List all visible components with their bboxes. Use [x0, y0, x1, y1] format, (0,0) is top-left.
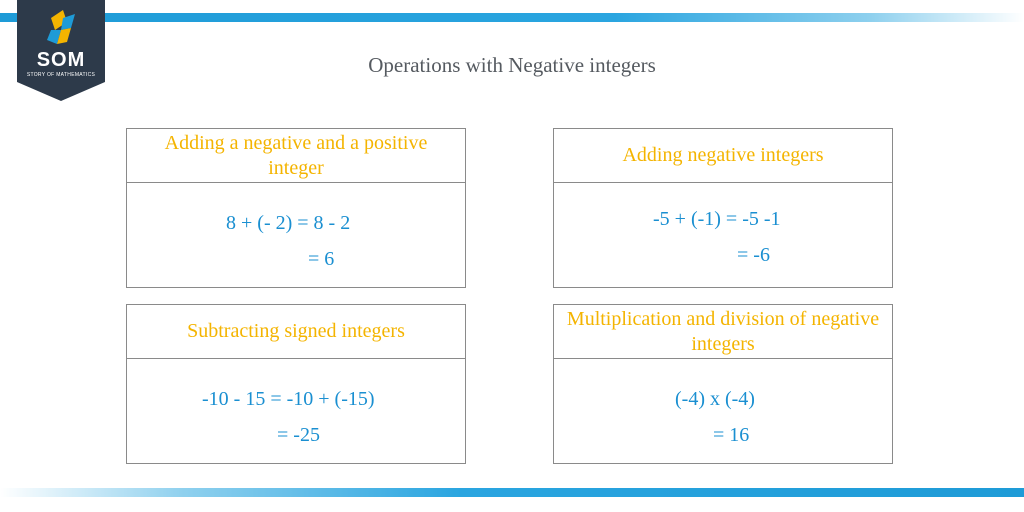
equation-result: = -6 [737, 244, 770, 266]
card-body: (-4) x (-4) = 16 [554, 360, 892, 463]
card-heading: Adding negative integers [554, 129, 892, 183]
equation-line: 8 + (- 2) = 8 - 2 [226, 212, 351, 234]
card-body: -10 - 15 = -10 + (-15) = -25 [127, 360, 465, 463]
equation-result: = 6 [308, 248, 335, 270]
equation-result: = 16 [713, 424, 750, 446]
page-title: Operations with Negative integers [368, 53, 656, 77]
equation-line: (-4) x (-4) [675, 388, 755, 410]
equation-line: -5 + (-1) = -5 -1 [653, 208, 781, 230]
card-heading: Adding a negative and a positive integer [127, 129, 465, 183]
card-subtracting-signed-integers: Subtracting signed integers -10 - 15 = -… [126, 304, 466, 464]
som-logo: SOM STORY OF MATHEMATICS [17, 0, 105, 101]
bottom-accent-stripe [0, 488, 1024, 497]
card-adding-negative-integers: Adding negative integers -5 + (-1) = -5 … [553, 128, 893, 288]
top-accent-stripe [0, 13, 1024, 22]
equation-line: -10 - 15 = -10 + (-15) [202, 388, 375, 410]
logo-badge-icon [17, 0, 105, 101]
card-body: 8 + (- 2) = 8 - 2 = 6 [127, 184, 465, 287]
card-adding-negative-positive: Adding a negative and a positive integer… [126, 128, 466, 288]
logo-subtitle: STORY OF MATHEMATICS [26, 72, 96, 78]
card-heading: Multiplication and division of negative … [554, 305, 892, 359]
card-body: -5 + (-1) = -5 -1 = -6 [554, 184, 892, 287]
card-heading: Subtracting signed integers [127, 305, 465, 359]
card-multiplication-division: Multiplication and division of negative … [553, 304, 893, 464]
equation-result: = -25 [277, 424, 320, 446]
logo-text: SOM [36, 49, 86, 71]
